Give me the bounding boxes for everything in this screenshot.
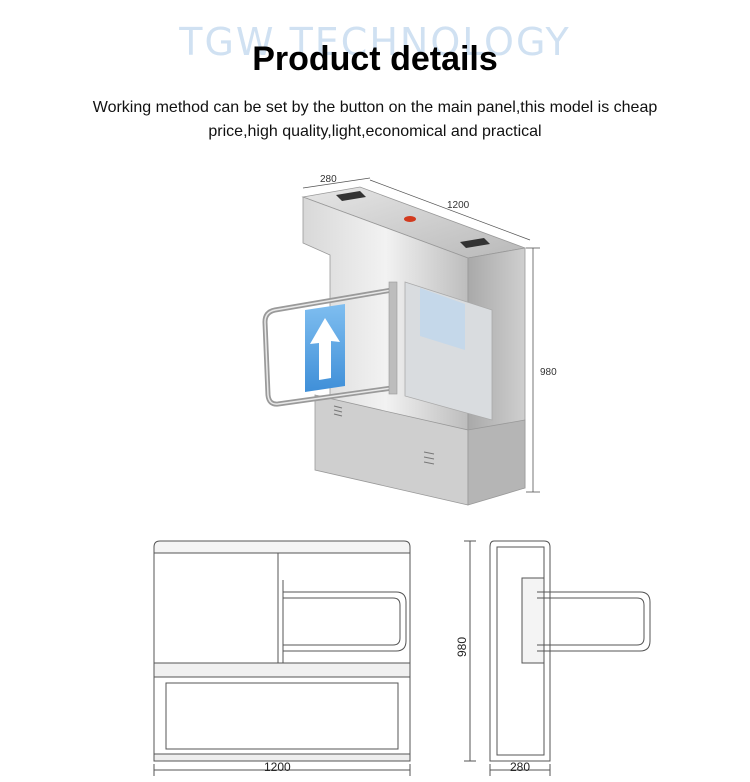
side-elevation: [464, 540, 651, 776]
side-height-label: 980: [455, 637, 469, 657]
up-arrow-icon: [310, 318, 340, 380]
dim-label-length: 1200: [447, 200, 470, 211]
dim-line-depth: [302, 177, 371, 189]
card-reader-left-icon: [336, 191, 366, 201]
brand-watermark: TGW TECHNOLOGY: [179, 20, 571, 64]
product-description: Working method can be set by the button …: [92, 99, 658, 140]
dim-label-depth: 280: [320, 174, 337, 185]
vent-slots-icon: [333, 405, 435, 465]
side-depth-label: 280: [510, 760, 530, 774]
front-dim-label: 1200: [264, 760, 291, 774]
dim-label-height: 980: [540, 367, 557, 378]
indicator-light-icon: [404, 216, 416, 222]
card-reader-right-icon: [460, 238, 490, 248]
isometric-view: 280 1200 980: [262, 174, 557, 506]
front-elevation: [153, 540, 411, 776]
page-title: Product details: [252, 40, 498, 78]
dim-line-length: [369, 179, 531, 241]
